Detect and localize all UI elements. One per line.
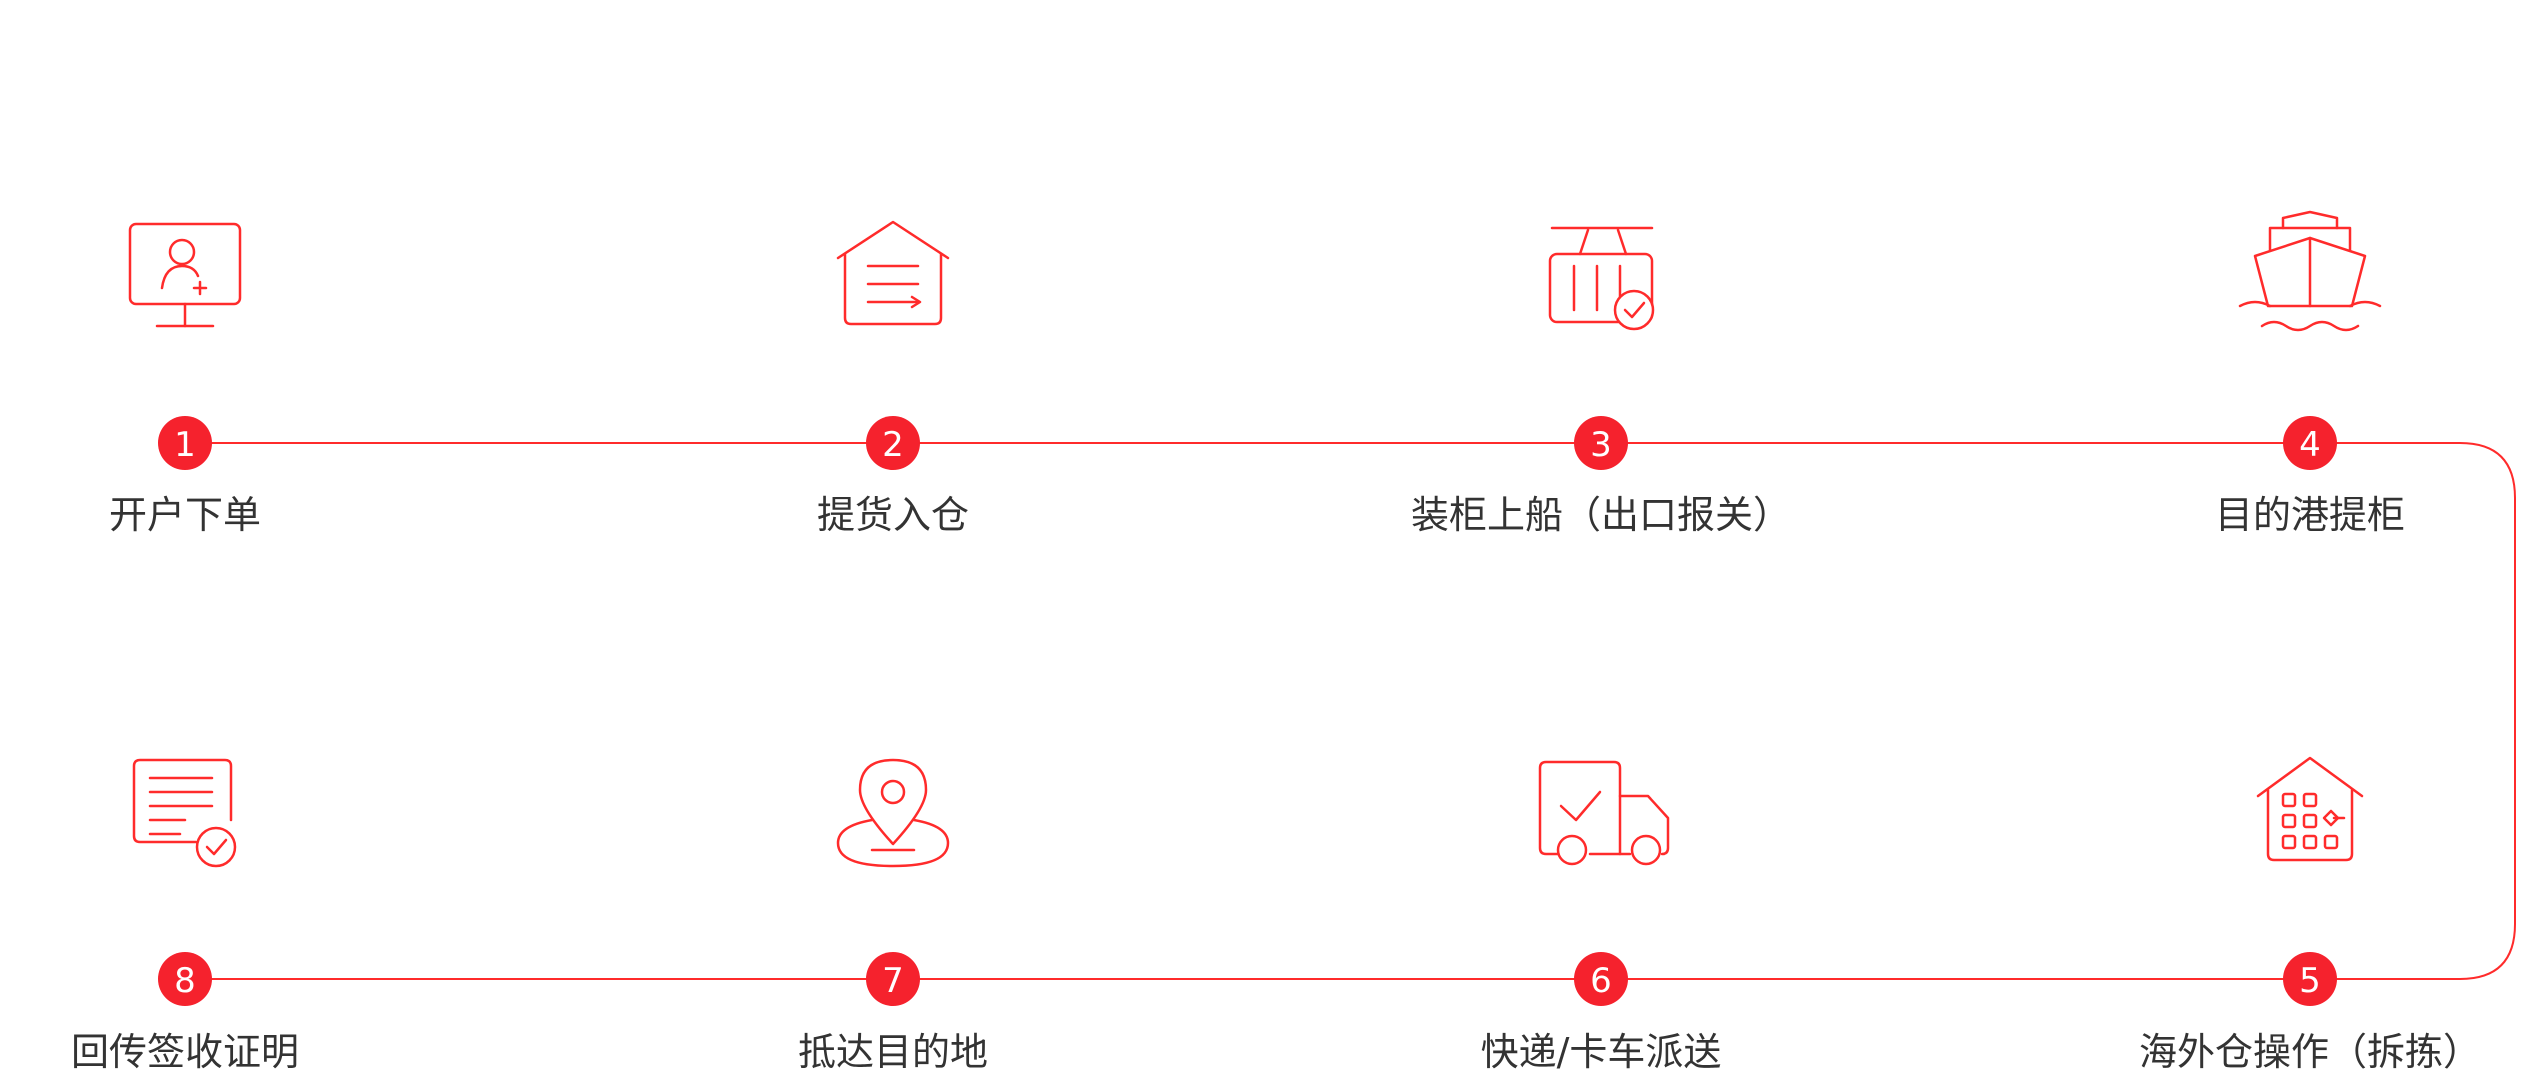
step-label-8: 回传签收证明 [70,1030,299,1074]
step-label-3: 装柜上船（出口报关） [1410,493,1791,537]
warehouse-grid-icon [2256,756,2364,862]
location-pin-icon [836,758,950,868]
step-number: 3 [1590,425,1612,465]
step-label-5: 海外仓操作（拆拣） [2138,1030,2481,1074]
truck-icon [1538,760,1670,866]
step-number: 8 [174,961,196,1001]
warehouse-icon [836,220,950,326]
step-badge-7: 7 [866,952,920,1006]
step-badge-8: 8 [158,952,212,1006]
step-number: 7 [882,961,904,1001]
step-number: 6 [1590,961,1612,1001]
step-badge-4: 4 [2283,416,2337,470]
step-label-6: 快递/卡车派送 [1480,1030,1722,1074]
step-badge-2: 2 [866,416,920,470]
step-label-1: 开户下单 [108,493,261,537]
step-number: 1 [174,425,196,465]
step-number: 4 [2299,425,2321,465]
step-badge-5: 5 [2283,952,2337,1006]
step-badge-1: 1 [158,416,212,470]
document-check-icon [132,758,237,868]
step-number: 5 [2299,961,2321,1001]
step-number: 2 [882,425,904,465]
step-label-7: 抵达目的地 [797,1030,988,1074]
step-label-2: 提货入仓 [816,493,969,537]
flow-connector-line [185,442,2516,980]
step-badge-3: 3 [1574,416,1628,470]
ship-icon [2238,210,2382,332]
container-crane-icon [1548,226,1655,331]
step-label-4: 目的港提柜 [2214,493,2405,537]
step-badge-6: 6 [1574,952,1628,1006]
monitor-user-add-icon [128,222,242,328]
